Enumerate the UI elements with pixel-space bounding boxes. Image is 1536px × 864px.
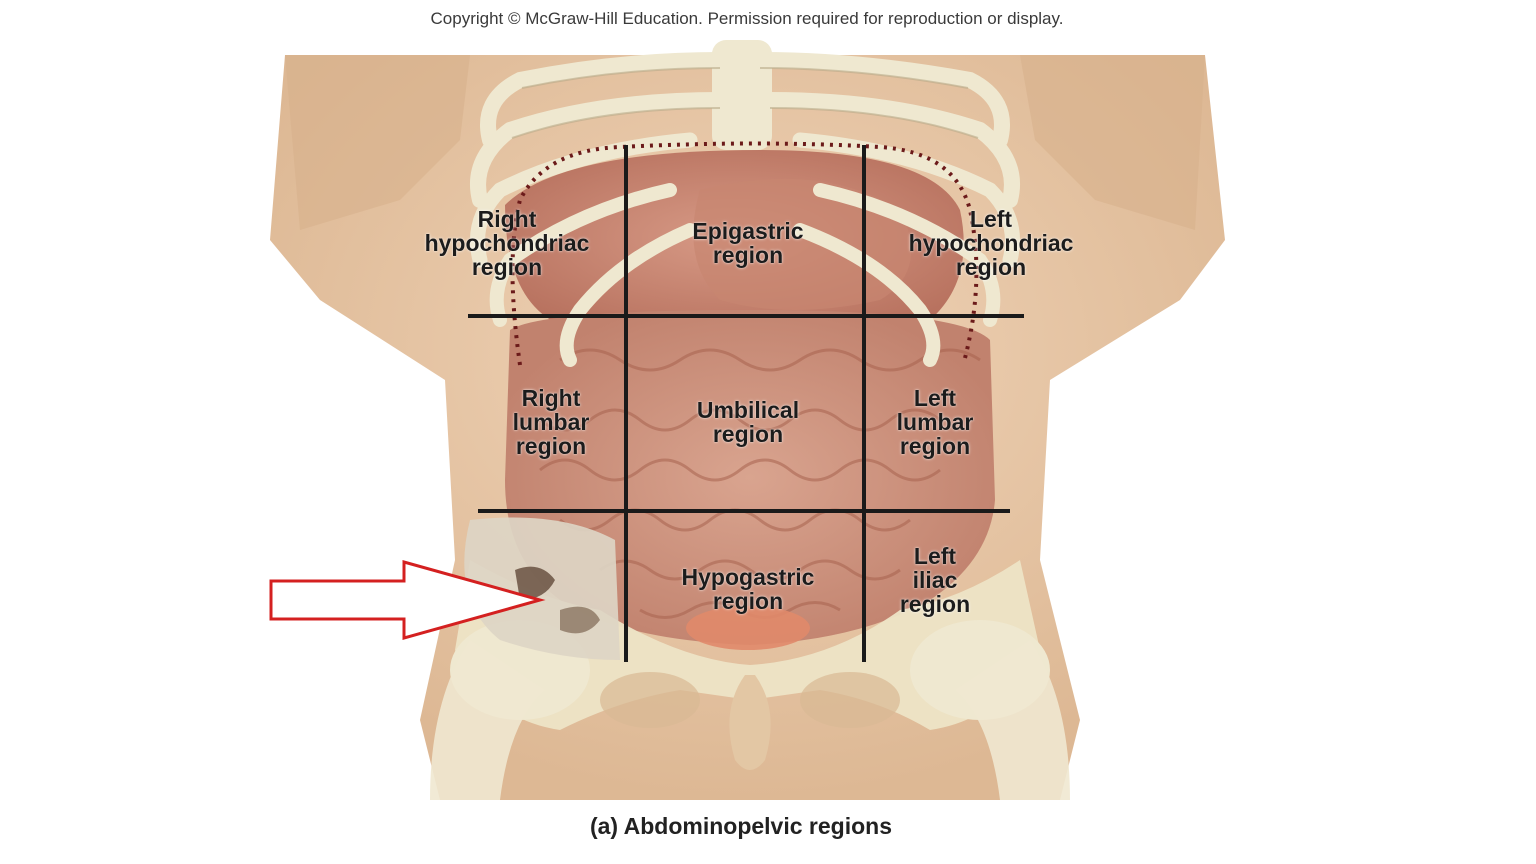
region-grid <box>468 145 1024 662</box>
rib-outline <box>511 67 979 139</box>
label-left-lumbar: Left lumbar region <box>896 385 974 459</box>
label-right-hypochondriac: Right hypochondriac region <box>424 206 590 280</box>
copyright-notice: Copyright © McGraw-Hill Education. Permi… <box>430 9 1064 28</box>
pelvis <box>430 560 1070 800</box>
label-epigastric: Epigastric region <box>692 218 804 268</box>
obscured-right-iliac-area <box>464 517 620 660</box>
label-left-hypochondriac: Left hypochondriac region <box>908 206 1074 280</box>
pointer-arrow-icon <box>269 560 546 640</box>
label-umbilical: Umbilical region <box>696 397 800 447</box>
label-hypogastric: Hypogastric region <box>681 564 815 614</box>
label-left-iliac: Left iliac region <box>899 543 971 617</box>
label-right-lumbar: Right lumbar region <box>512 385 590 459</box>
costal-margin-dotted-line <box>510 141 979 366</box>
figure-caption: (a) Abdominopelvic regions <box>589 813 892 839</box>
